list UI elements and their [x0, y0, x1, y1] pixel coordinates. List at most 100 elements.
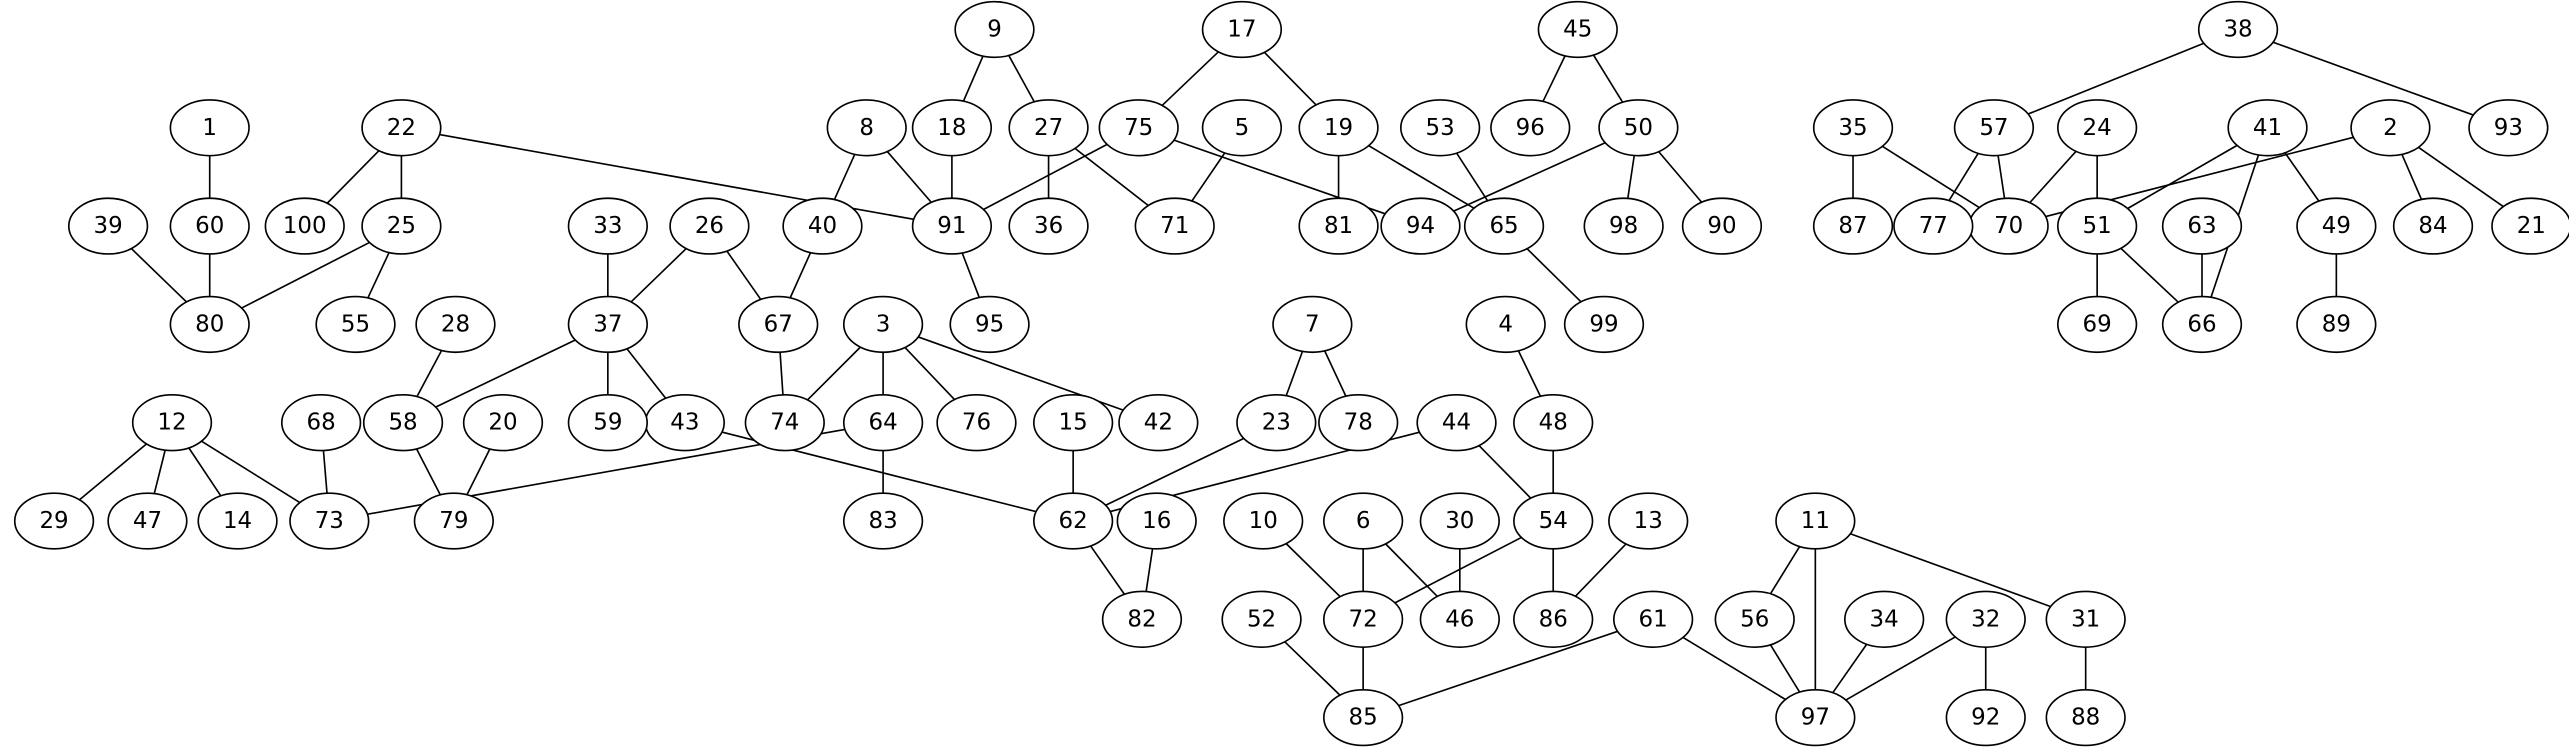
graph-node: 10: [1223, 492, 1304, 550]
edge-7-23: [1285, 351, 1304, 397]
node-ellipse: [1775, 688, 1856, 747]
node-ellipse: [1098, 99, 1179, 157]
edge-39-80: [130, 247, 188, 303]
graph-node: 45: [1537, 0, 1618, 59]
node-label: 11: [1801, 508, 1830, 534]
node-ellipse: [2057, 99, 2138, 157]
node-ellipse: [911, 197, 993, 255]
node-label: 70: [1994, 213, 2023, 239]
edge-58-79: [415, 448, 442, 496]
edge-44-54: [1478, 444, 1532, 499]
graph-node: 64: [842, 394, 924, 452]
node-label: 56: [1740, 606, 1769, 632]
node-ellipse: [567, 295, 648, 354]
graph-node: 77: [1893, 197, 1974, 255]
node-label: 53: [1426, 115, 1455, 141]
node-label: 97: [1801, 705, 1830, 731]
node-ellipse: [936, 394, 1017, 452]
edge-12-47: [153, 449, 166, 494]
node-label: 64: [869, 410, 898, 436]
edge-12-73: [201, 440, 301, 504]
node-label: 32: [1971, 606, 2000, 632]
node-ellipse: [1201, 0, 1283, 59]
graph-node: 30: [1419, 492, 1500, 550]
node-label: 10: [1249, 508, 1278, 534]
node-ellipse: [2491, 197, 2569, 255]
node-ellipse: [2045, 688, 2126, 747]
edge-41-51: [2127, 144, 2238, 210]
node-ellipse: [2057, 295, 2138, 354]
node-ellipse: [567, 197, 648, 255]
node-ellipse: [2161, 197, 2243, 255]
edge-40-67: [789, 252, 812, 299]
graph-node: 40: [782, 197, 863, 255]
edge-45-96: [1542, 55, 1566, 102]
node-label: 37: [593, 311, 622, 337]
graph-node: 53: [1400, 99, 1481, 157]
graph-node: 85: [1323, 688, 1404, 747]
node-label: 99: [1589, 311, 1618, 337]
node-label: 90: [1707, 213, 1736, 239]
graph-node: 46: [1419, 590, 1500, 648]
node-ellipse: [2057, 197, 2138, 255]
graph-node: 18: [911, 99, 993, 157]
graph-node: 62: [1033, 492, 1114, 550]
node-label: 76: [962, 410, 991, 436]
node-ellipse: [954, 0, 1035, 59]
graph-node: 61: [1612, 590, 1694, 648]
node-ellipse: [669, 197, 750, 255]
node-ellipse: [738, 295, 819, 354]
edge-9-18: [962, 55, 984, 102]
graph-node: 83: [842, 492, 924, 550]
node-ellipse: [1416, 394, 1497, 452]
node-ellipse: [1400, 99, 1481, 157]
graph-node: 21: [2491, 197, 2569, 255]
graph-node: 80: [169, 295, 250, 354]
node-ellipse: [169, 99, 250, 157]
graph-node: 42: [1118, 394, 1199, 452]
edge-23-62: [1105, 437, 1245, 507]
graph-node: 19: [1298, 99, 1379, 157]
node-ellipse: [264, 197, 345, 255]
edge-7-78: [1323, 350, 1347, 397]
node-label: 6: [1356, 508, 1371, 534]
node-label: 13: [1634, 508, 1663, 534]
node-ellipse: [1419, 492, 1500, 550]
edge-19-65: [1368, 144, 1475, 209]
edge-50-94: [1453, 142, 1606, 212]
edge-5-71: [1191, 152, 1226, 202]
edge-53-65: [1455, 152, 1489, 202]
node-label: 85: [1349, 705, 1378, 731]
node-label: 18: [937, 115, 966, 141]
graph-node: 66: [2161, 295, 2243, 354]
node-label: 24: [2083, 115, 2112, 141]
graph-node: 37: [567, 295, 648, 354]
edge-17-19: [1263, 51, 1317, 106]
node-label: 42: [1144, 410, 1173, 436]
edge-91-95: [961, 252, 981, 298]
graph-node: 49: [2296, 197, 2377, 255]
graph-node: 44: [1416, 394, 1497, 452]
graph-node: 36: [1008, 197, 1089, 255]
node-ellipse: [107, 492, 188, 550]
node-label: 33: [593, 213, 622, 239]
node-ellipse: [315, 295, 396, 354]
node-ellipse: [280, 394, 362, 452]
node-ellipse: [1463, 197, 1545, 255]
graph-node: 58: [362, 394, 444, 452]
graph-node: 86: [1513, 590, 1594, 648]
node-ellipse: [1812, 99, 1894, 157]
node-ellipse: [413, 492, 494, 550]
node-ellipse: [1201, 99, 1283, 157]
node-label: 4: [1498, 311, 1513, 337]
edge-16-82: [1145, 548, 1154, 592]
node-ellipse: [1945, 590, 2026, 648]
node-label: 22: [387, 115, 416, 141]
graph-node: 56: [1714, 590, 1795, 648]
node-ellipse: [2296, 197, 2377, 255]
graph-node: 13: [1608, 492, 1689, 550]
edge-17-75: [1161, 51, 1220, 107]
node-label: 35: [1838, 115, 1867, 141]
edge-54-72: [1394, 536, 1522, 604]
